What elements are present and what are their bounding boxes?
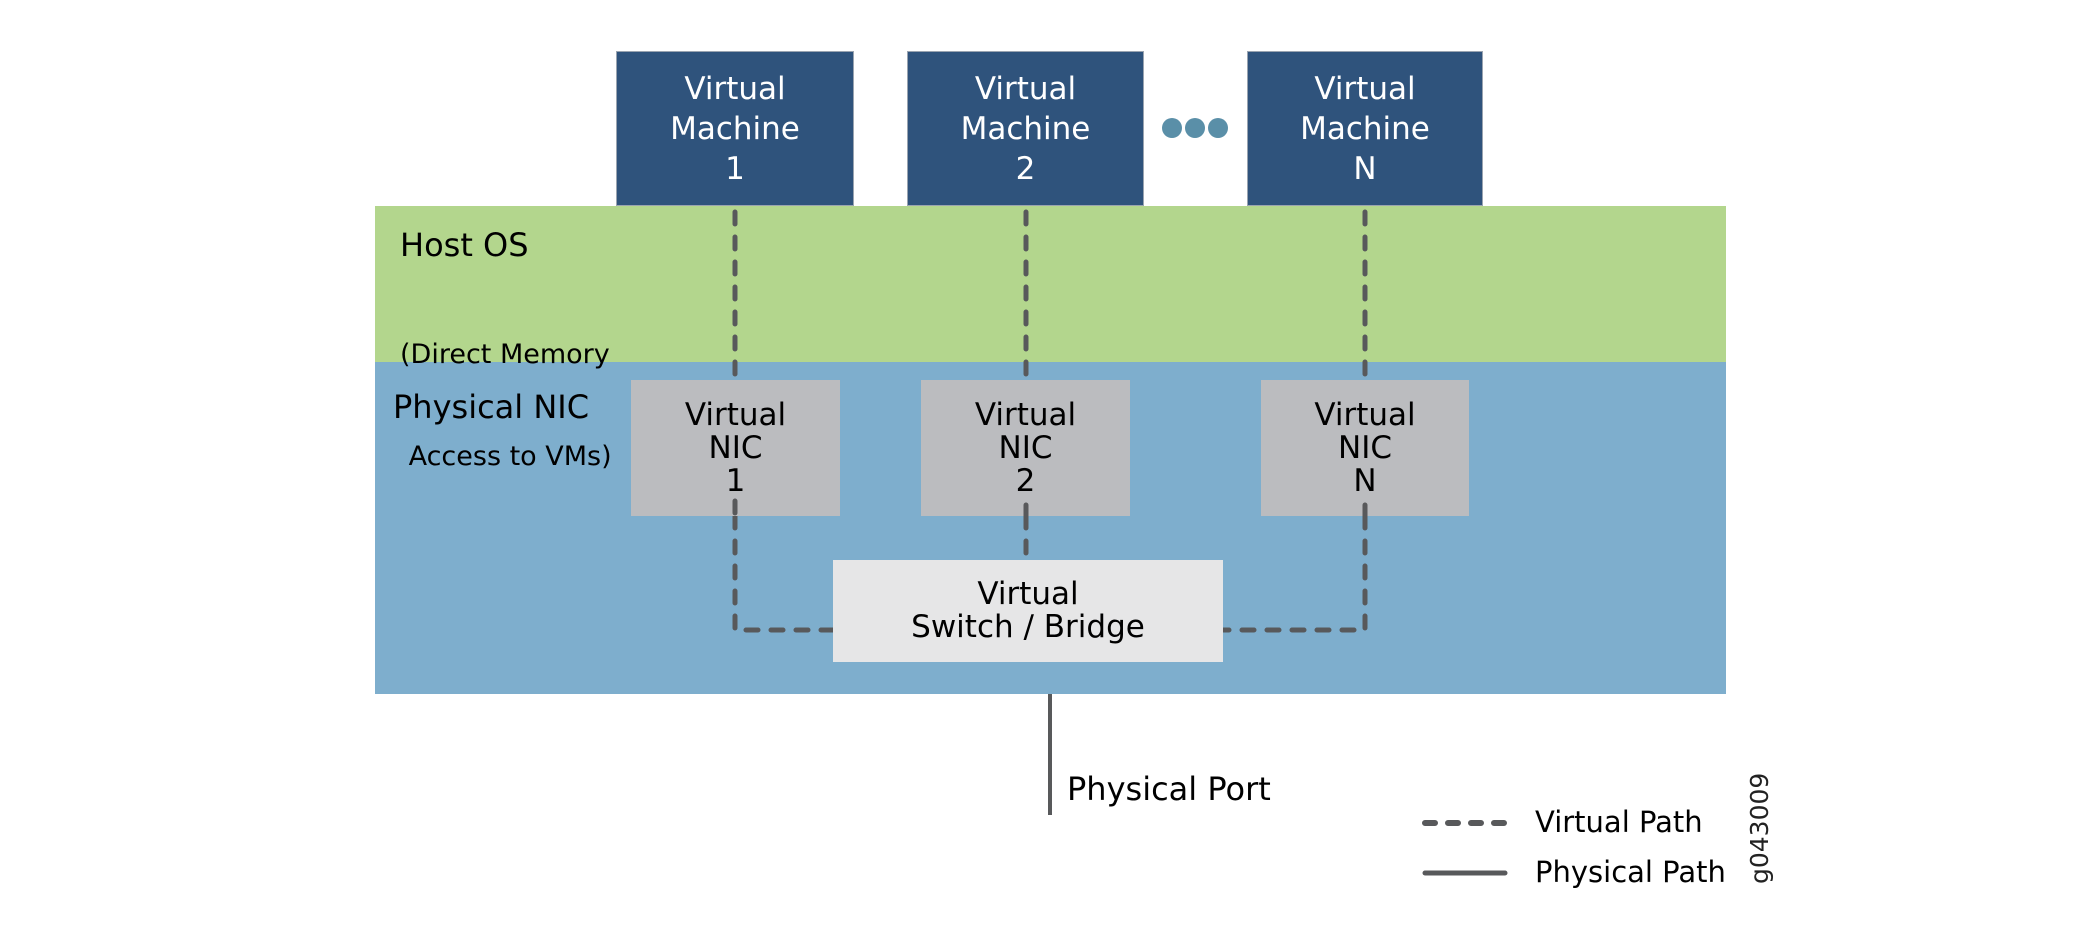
- vnic-label-number: 1: [725, 462, 746, 499]
- vm-label-line: Machine: [1300, 110, 1430, 147]
- vm-label-number: N: [1353, 150, 1377, 187]
- virtual-machine-1: Virtual Machine 1: [616, 51, 854, 206]
- vm-label-line: Virtual: [1314, 70, 1416, 107]
- vm-label-number: 1: [725, 150, 745, 187]
- host-os-layer: [375, 206, 1726, 362]
- host-os-subtitle-line2: Access to VMs): [400, 441, 612, 472]
- virtual-nic-1: Virtual NIC 1: [631, 380, 840, 516]
- vnic-label-line: Virtual: [974, 396, 1077, 433]
- vm-label-number: 2: [1015, 150, 1036, 187]
- virtual-switch-bridge: Virtual Switch / Bridge: [833, 560, 1223, 662]
- vm-label-line: Virtual: [974, 70, 1077, 107]
- ellipsis-dot: [1208, 118, 1228, 138]
- virtual-path-vnicn-switch: [1220, 513, 1368, 633]
- ellipsis-dot: [1162, 118, 1182, 138]
- virtual-machine-2: Virtual Machine 2: [907, 51, 1144, 206]
- vm-label-line: Virtual: [684, 70, 786, 107]
- host-os-subtitle-line1: (Direct Memory: [400, 339, 610, 370]
- physical-port-label: Physical Port: [1067, 770, 1271, 808]
- virtual-machine-n: Virtual Machine N: [1247, 51, 1483, 206]
- host-os-subtitle: (Direct Memory Access to VMs): [400, 270, 612, 508]
- virtual-nic-2: Virtual NIC 2: [921, 380, 1130, 516]
- legend-physical-path-label: Physical Path: [1535, 855, 1726, 889]
- vnic-label-line: Virtual: [684, 396, 787, 433]
- vm-label-line: Machine: [670, 110, 800, 147]
- virtual-nic-n: Virtual NIC N: [1261, 380, 1469, 516]
- vm-label-line: Machine: [960, 110, 1091, 147]
- virtual-path-vnic1-switch: [732, 513, 836, 633]
- vnic-label-line: NIC: [1338, 429, 1392, 466]
- vnic-label-number: 2: [1015, 462, 1036, 499]
- vswitch-label-line1: Virtual: [977, 576, 1079, 612]
- vnic-label-line: NIC: [998, 429, 1053, 466]
- vnic-label-line: Virtual: [1314, 396, 1416, 433]
- host-os-title: Host OS: [400, 226, 529, 264]
- legend-virtual-path-label: Virtual Path: [1535, 805, 1703, 839]
- ellipsis-dot: [1185, 118, 1205, 138]
- vnic-label-line: NIC: [708, 429, 763, 466]
- vswitch-label-line2: Switch / Bridge: [911, 609, 1145, 645]
- physical-nic-title: Physical NIC: [393, 388, 590, 426]
- vnic-label-number: N: [1353, 462, 1377, 499]
